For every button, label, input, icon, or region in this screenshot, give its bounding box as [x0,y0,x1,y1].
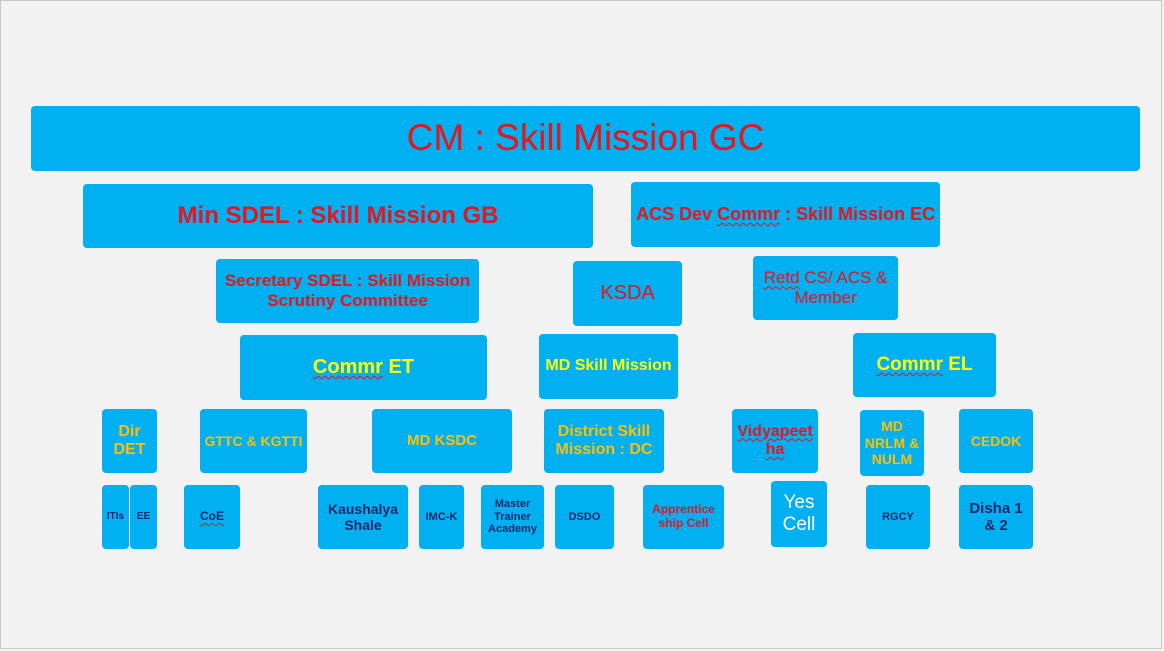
box-vidyapeetha: Vidyapeetha [732,409,818,473]
box-cm-skill-mission-gc: CM : Skill Mission GC [31,106,1140,171]
box-md-ksdc: MD KSDC [372,409,512,473]
box-secretary-sdel: Secretary SDEL : Skill Mission Scrutiny … [216,259,479,323]
box-commr-et: Commr ET [240,335,487,400]
box-master-trainer-academy: Master Trainer Academy [481,485,544,549]
box-retd-cs-acs-member: Retd CS/ ACS & Member [753,256,898,320]
box-kaushalya-shale: Kaushalya Shale [318,485,408,549]
box-imc-k: IMC-K [419,485,464,549]
box-dir-det: Dir DET [102,409,157,473]
box-gttc-kgtti: GTTC & KGTTI [200,409,307,473]
box-ksda: KSDA [573,261,682,326]
box-min-sdel: Min SDEL : Skill Mission GB [83,184,593,248]
box-acs-dev-commr: ACS Dev Commr : Skill Mission EC [631,182,940,247]
box-md-nrlm-nulm: MD NRLM & NULM [860,410,924,476]
box-cedok: CEDOK [959,409,1033,473]
box-disha: Disha 1 & 2 [959,485,1033,549]
box-ee: EE [130,485,157,549]
box-district-skill-mission: District Skill Mission : DC [544,409,664,473]
box-rgcy: RGCY [866,485,930,549]
box-commr-el: Commr EL [853,333,996,397]
box-itis: ITIs [102,485,129,549]
box-dsdo: DSDO [555,485,614,549]
box-yes-cell: Yes Cell [771,481,827,547]
box-md-skill-mission: MD Skill Mission [539,334,678,399]
box-apprenticeship-cell: Apprentice ship Cell [643,485,724,549]
box-coe: CoE [184,485,240,549]
